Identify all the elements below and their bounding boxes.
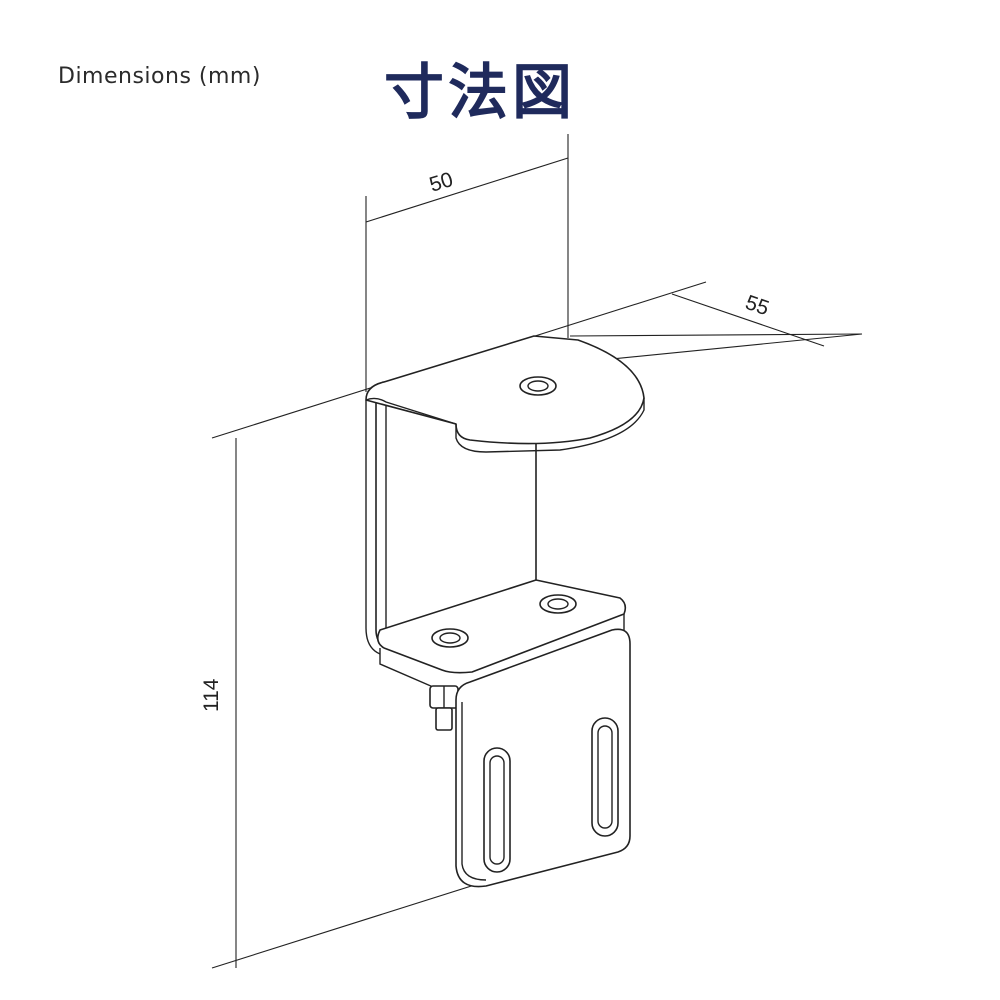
bolt <box>429 685 459 731</box>
page-title: 寸法図 <box>384 58 576 128</box>
slot-left <box>483 747 511 873</box>
depth-dimension-label: 55 <box>742 291 772 320</box>
height-dimension-label: 114 <box>200 678 223 712</box>
plate-hole-left <box>431 628 469 648</box>
plate-hole-right <box>539 594 577 614</box>
units-caption: Dimensions (mm) <box>58 64 261 89</box>
bracket-part <box>365 335 645 888</box>
top-hole <box>519 376 557 396</box>
width-dimension-label: 50 <box>427 168 456 197</box>
dimension-lines <box>211 134 863 969</box>
slot-right <box>591 717 619 837</box>
